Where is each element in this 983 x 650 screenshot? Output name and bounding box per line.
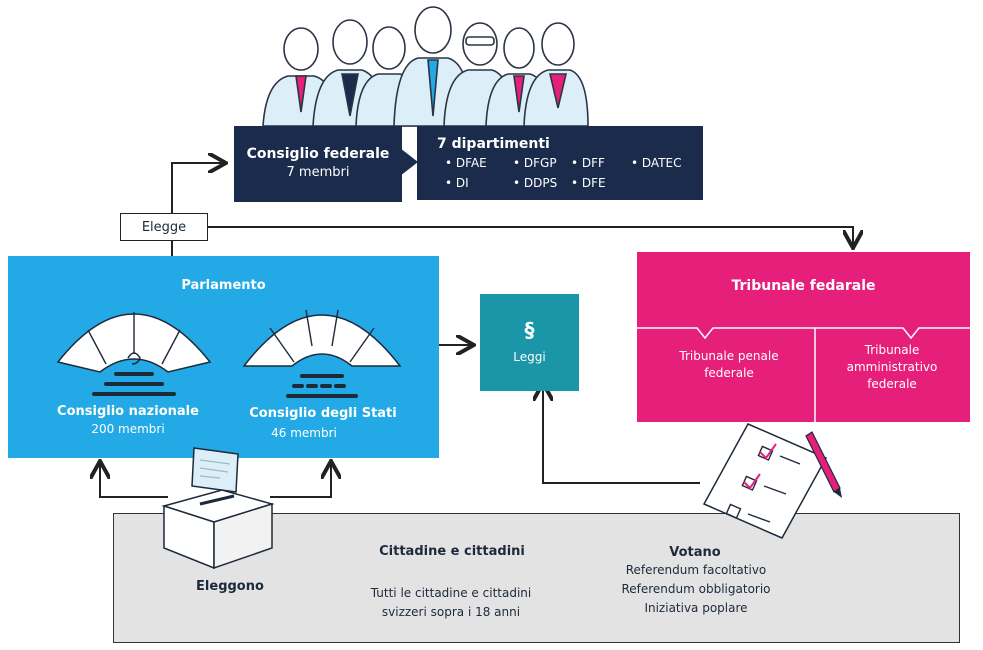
federal-council-title: Consiglio federale (246, 146, 390, 162)
councillor-figure (523, 22, 589, 127)
arrow-citizens-to-council-of-states (270, 463, 331, 498)
paragraph-icon: § (524, 318, 535, 342)
national-council-title: Consiglio nazionale (57, 404, 199, 419)
department-item: • DFAE (445, 156, 487, 170)
elegge-label: Elegge (120, 213, 208, 241)
vote-item: Iniziativa poplare (644, 601, 748, 615)
votano-title: Votano (669, 545, 721, 560)
citizens-description: Tutti le cittadine e cittadini svizzeri … (370, 586, 532, 619)
department-item: • DFGP (513, 156, 557, 170)
arrow-elegge-to-tribunal (208, 226, 853, 246)
council-of-states-members: 46 membri (271, 426, 337, 440)
parliament-box: Parlamento Consiglio nazionale 200 membr… (8, 256, 439, 458)
federal-councillors-illustration (262, 6, 589, 127)
administrative-tribunal-label: Tribunale amministrativo federale (846, 343, 938, 391)
national-council-members: 200 membri (91, 422, 165, 436)
ballot-box-icon (161, 447, 275, 570)
tribunal-divider (637, 327, 970, 422)
laws-box: § Leggi (480, 294, 579, 391)
federal-council-members: 7 membri (286, 165, 350, 180)
arrow-elegge-to-council (171, 163, 224, 256)
federal-council-box: Consiglio federale 7 membri (234, 126, 402, 202)
penal-tribunal-label: Tribunale penale federale (679, 349, 779, 380)
national-council-hemicycle-icon (56, 312, 212, 396)
federal-tribunal-title: Tribunale fedarale (731, 278, 876, 294)
eleggono-label: Eleggono (196, 579, 264, 594)
department-item: • DFF (571, 156, 605, 170)
vote-item: Referendum facoltativo (625, 563, 767, 577)
vote-item: Referendum obbligatorio (621, 582, 771, 596)
department-item: • DDPS (513, 176, 558, 190)
arrow-citizens-to-national-council (100, 463, 168, 498)
department-item: • DATEC (631, 156, 682, 170)
speech-pointer (400, 148, 418, 176)
department-item: • DFE (571, 176, 606, 190)
council-of-states-title: Consiglio degli Stati (249, 406, 397, 421)
voting-sheet-icon (702, 423, 842, 539)
citizens-title: Cittadine e cittadini (379, 544, 525, 559)
parliament-title: Parlamento (181, 278, 266, 293)
departments-title: 7 dipartimenti (437, 136, 550, 152)
federal-tribunal-box: Tribunale fedarale Tribunale penale fede… (637, 252, 970, 422)
departments-box: 7 dipartimenti • DFAE • DFGP • DFF • DAT… (417, 126, 703, 200)
laws-label: Leggi (513, 350, 546, 364)
department-item: • DI (445, 176, 469, 190)
council-of-states-hemicycle-icon (242, 309, 402, 398)
arrow-citizens-to-laws (543, 385, 700, 484)
